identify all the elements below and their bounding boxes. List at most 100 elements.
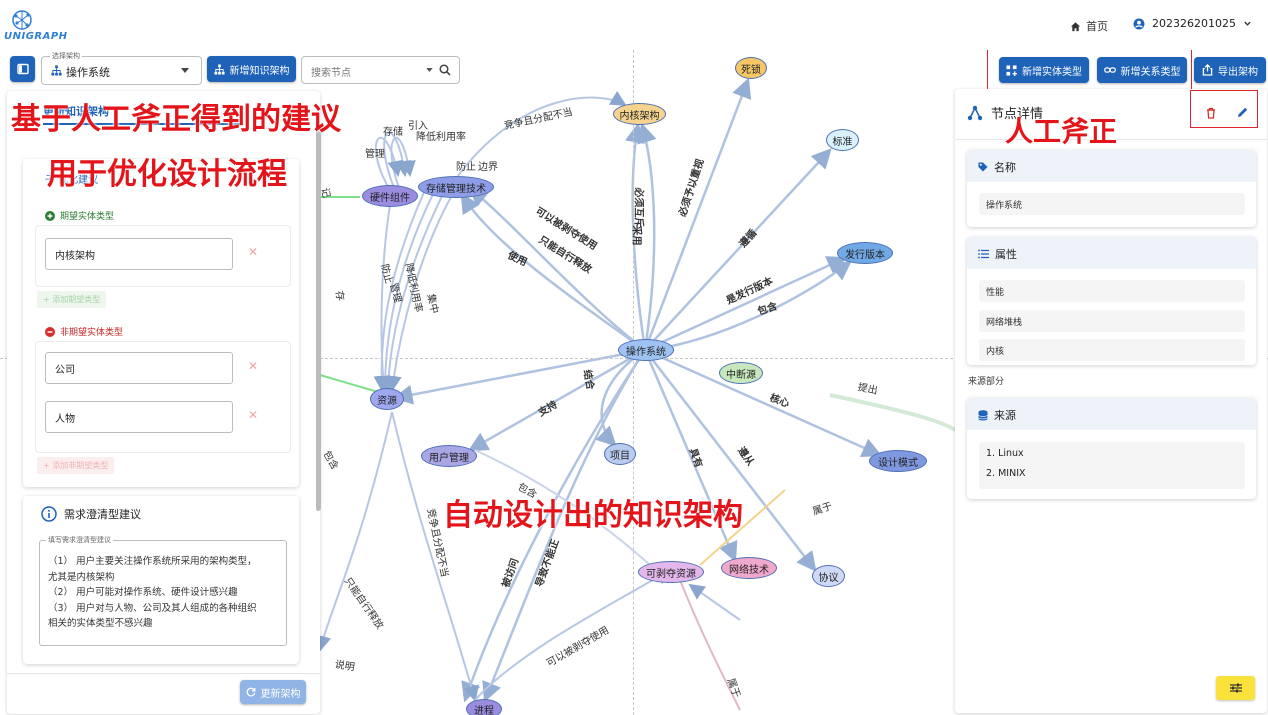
info-icon xyxy=(41,506,57,522)
export-icon xyxy=(1202,64,1213,76)
new-relation-type-button[interactable]: 新增关系类型 xyxy=(1097,57,1187,83)
node-preemptible-resource[interactable]: 可剥夺资源 xyxy=(638,561,704,583)
node-hardware[interactable]: 硬件组件 xyxy=(362,185,418,207)
clarification-text: （1） 用户主要关注操作系统所采用的架构类型， 尤其是内核架构 （2） 用户可能… xyxy=(48,554,257,632)
clarification-title: 需求澄清型建议 xyxy=(64,508,141,521)
source-list: 1. Linux 2. MINIX xyxy=(979,442,1245,489)
attributes-section-header: 属性 xyxy=(978,246,1017,262)
node-user-management[interactable]: 用户管理 xyxy=(421,445,477,467)
graph-edges xyxy=(315,77,957,711)
expected-entity-list: 内核架构 ✕ xyxy=(35,225,291,287)
architecture-select[interactable]: 选择架构 操作系统 xyxy=(41,51,202,85)
annotation-center-title: 自动设计出的知识架构 xyxy=(443,498,743,533)
attributes-section: 属性 性能 网络堆栈 内核 xyxy=(967,237,1256,365)
node-operating-system[interactable]: 操作系统 xyxy=(618,339,674,361)
node-detail-title: 节点详情 xyxy=(991,107,1044,122)
crosshair-vertical xyxy=(633,50,634,715)
node-interrupt-source[interactable]: 中断源 xyxy=(719,362,763,384)
node-kernel-architecture[interactable]: 内核架构 xyxy=(613,103,666,125)
annotation-box-edit xyxy=(1190,90,1258,128)
edge-label: 采用 xyxy=(630,225,642,246)
remove-icon[interactable]: ✕ xyxy=(248,245,259,259)
export-label: 导出架构 xyxy=(1218,66,1258,78)
remove-icon[interactable]: ✕ xyxy=(248,359,259,373)
node-project[interactable]: 项目 xyxy=(604,443,636,465)
clarification-textarea[interactable]: 填写需求澄清型建议 （1） 用户主要关注操作系统所采用的架构类型， 尤其是内核架… xyxy=(39,535,287,646)
update-architecture-label: 更新架构 xyxy=(260,688,301,700)
name-section-title: 名称 xyxy=(994,161,1016,174)
clarification-line: 尤其是内核架构 xyxy=(48,571,115,583)
search-icon[interactable] xyxy=(439,64,451,76)
search-placeholder: 搜索节点 xyxy=(311,68,351,79)
tag-icon xyxy=(978,162,988,172)
annotation-box-toolbar xyxy=(987,50,1192,90)
unexpected-entity-title: 非期望实体类型 xyxy=(60,328,124,338)
add-expected-type-button[interactable]: + 添加期望类型 xyxy=(37,291,107,308)
new-architecture-label: 新增知识架构 xyxy=(229,65,290,77)
source-section-title: 来源 xyxy=(994,409,1016,422)
attributes-section-title: 属性 xyxy=(995,248,1017,261)
graph-canvas[interactable]: 死锁 内核架构 标准 发行版本 存储管理技术 硬件组件 操作系统 资源 中断源 … xyxy=(0,50,1268,715)
expected-entity-title: 期望实体类型 xyxy=(60,212,115,222)
delete-icon[interactable] xyxy=(1206,107,1216,119)
expected-entity-field[interactable]: 内核架构 xyxy=(45,238,233,270)
home-link[interactable]: 首页 xyxy=(1070,18,1108,34)
edge-label: 结合 xyxy=(580,369,596,391)
node-network-tech[interactable]: 网络技术 xyxy=(721,557,777,579)
source-item: 1. Linux xyxy=(986,448,1024,459)
node-release-version[interactable]: 发行版本 xyxy=(837,242,893,264)
unexpected-entity-field[interactable]: 人物 xyxy=(45,401,233,433)
export-architecture-button[interactable]: 导出架构 xyxy=(1194,57,1266,83)
edge-label: 必须互斥 xyxy=(632,187,644,228)
clarification-line: （3） 用户对与人物、公司及其人组成的各种组织 xyxy=(48,602,257,614)
settings-fab[interactable] xyxy=(1216,676,1255,700)
user-menu[interactable]: 202326201025 xyxy=(1133,17,1252,30)
search-node-input[interactable]: 搜索节点 xyxy=(301,56,460,84)
left-panel-scrollbar[interactable] xyxy=(316,131,321,511)
edge-label: 管理 xyxy=(365,149,385,160)
edge-label: 边界 xyxy=(478,162,498,173)
annotation-left-title: 基于人工斧正得到的建议 xyxy=(11,102,341,137)
sidebar-icon xyxy=(16,63,29,75)
node-resource[interactable]: 资源 xyxy=(370,388,404,410)
new-architecture-button[interactable]: 新增知识架构 xyxy=(207,56,296,82)
add-entity-icon xyxy=(1006,64,1017,76)
list-icon xyxy=(978,249,989,259)
dropdown-arrow-icon xyxy=(426,68,433,72)
remove-icon[interactable]: ✕ xyxy=(248,408,259,422)
node-storage-tech[interactable]: 存储管理技术 xyxy=(418,176,494,198)
edge-label: 存储 xyxy=(383,127,403,138)
edge-label: 降低利用率 xyxy=(416,132,466,143)
add-unexpected-type-button[interactable]: + 添加非期望类型 xyxy=(37,457,115,474)
node-deadlock[interactable]: 死锁 xyxy=(735,57,767,79)
top-bar: UNIGRAPH 首页 202326201025 xyxy=(0,0,1268,50)
clarification-line: （2） 用户可能对操作系统、硬件设计感兴趣 xyxy=(48,587,238,598)
suggestions-title: 子 优化建议 xyxy=(45,175,99,186)
node-name-value: 操作系统 xyxy=(979,193,1245,215)
node-process[interactable]: 进程 xyxy=(466,699,502,715)
remove-circle-icon xyxy=(45,326,55,337)
unexpected-entity-field[interactable]: 公司 xyxy=(45,352,233,384)
database-icon xyxy=(978,409,988,420)
edge-label: 引入 xyxy=(408,121,428,132)
section-header-bg xyxy=(967,150,1256,182)
section-header-bg xyxy=(967,237,1256,269)
node-protocol[interactable]: 协议 xyxy=(812,565,845,587)
update-architecture-button[interactable]: 更新架构 xyxy=(240,680,306,704)
unexpected-entity-header: 非期望实体类型 xyxy=(45,325,123,338)
node-design-pattern[interactable]: 设计模式 xyxy=(869,450,927,472)
new-entity-type-label: 新增实体类型 xyxy=(1022,66,1082,78)
tune-icon xyxy=(1229,683,1242,693)
edit-icon[interactable] xyxy=(1236,106,1249,119)
left-panel-divider xyxy=(7,673,320,674)
node-detail-panel: 节点详情 名称 操作系统 属性 性能 网络堆栈 内核 来源部分 xyxy=(955,89,1267,713)
left-panel-tab-title[interactable]: 更新知识架构 xyxy=(43,105,109,118)
node-standard[interactable]: 标准 xyxy=(826,129,859,151)
hierarchy-icon xyxy=(213,63,225,75)
section-header-bg xyxy=(967,398,1256,430)
link-icon xyxy=(1103,67,1116,73)
new-entity-type-button[interactable]: 新增实体类型 xyxy=(999,57,1089,83)
source-part-label: 来源部分 xyxy=(968,377,1005,387)
toggle-sidebar-button[interactable] xyxy=(10,56,35,82)
account-icon xyxy=(1133,18,1145,29)
